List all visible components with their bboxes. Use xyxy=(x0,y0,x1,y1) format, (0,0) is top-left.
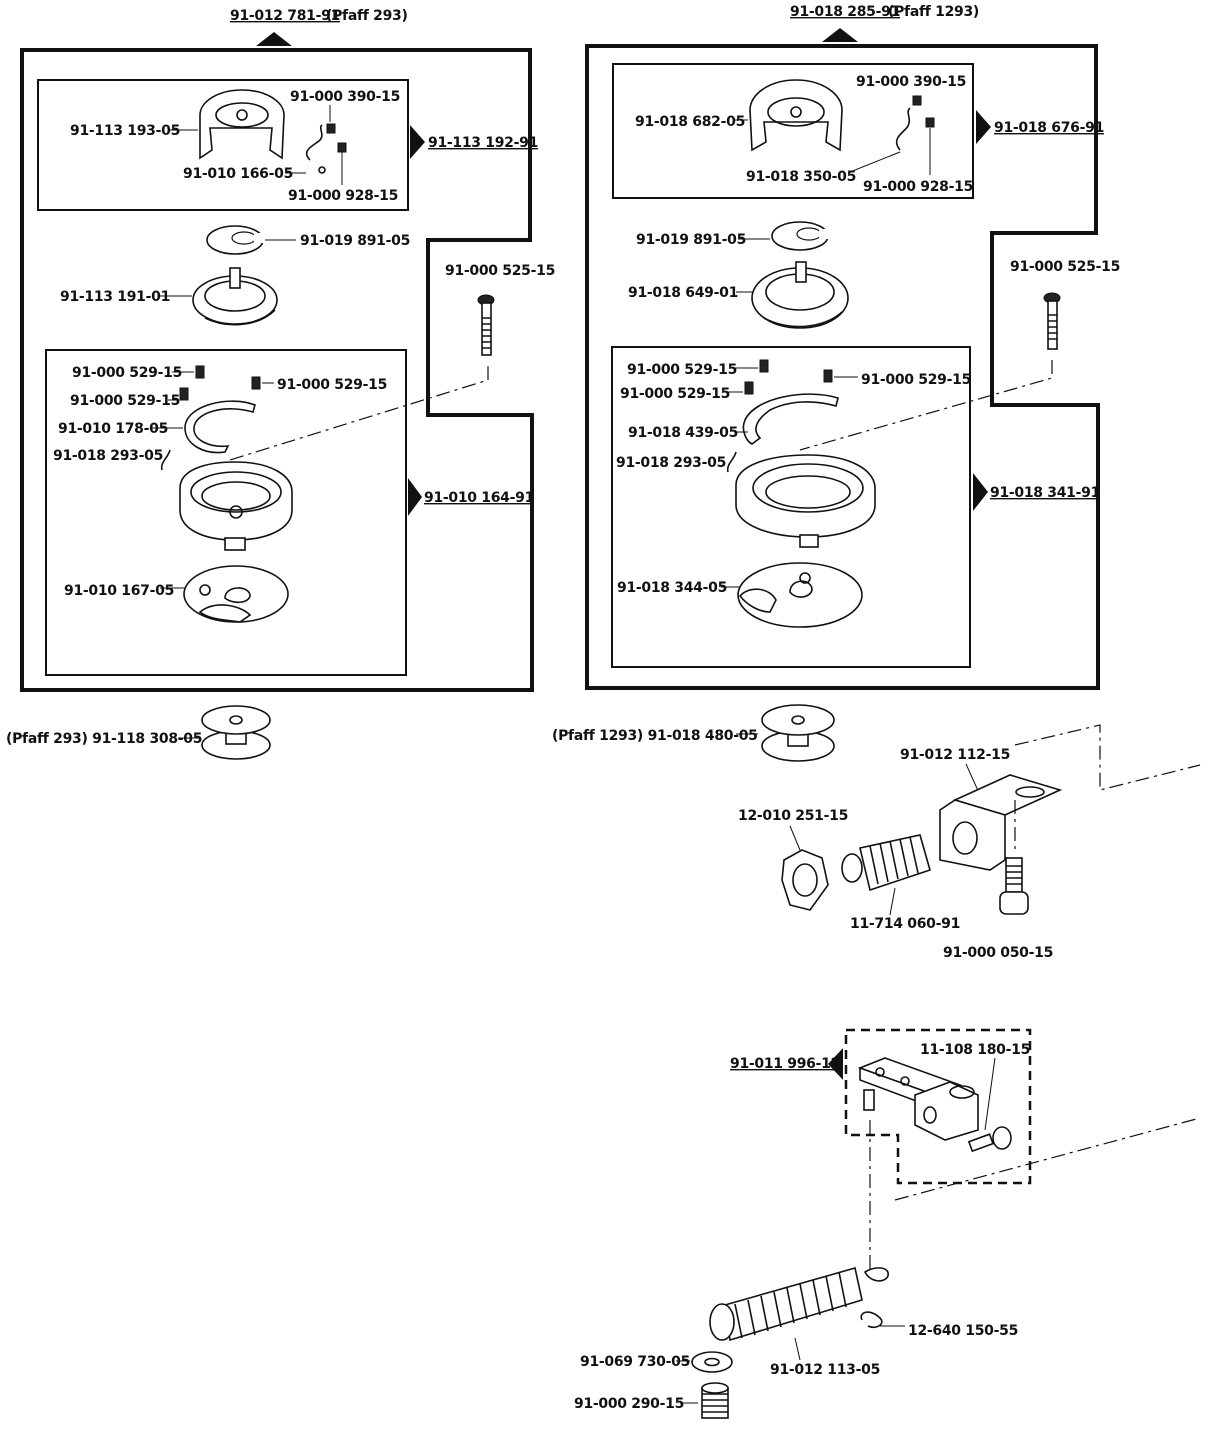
lever-part-label: 91-000 290-15 xyxy=(574,1396,684,1412)
lever-part-label: 11-108 180-15 xyxy=(920,1042,1030,1058)
left-loose-label: 91-000 525-15 xyxy=(445,263,555,279)
lever-part-label: 91-069 730-05 xyxy=(580,1354,690,1370)
right-sub-bottom-frame xyxy=(611,346,971,668)
bracket-group: 91-012 112-15 12-010 251-15 11-714 060-9… xyxy=(738,724,1201,961)
left-loose-label: 91-019 891-05 xyxy=(300,233,410,249)
lever-arm-icon xyxy=(857,1057,979,1141)
screw-icon xyxy=(326,123,347,153)
left-part-label: 91-010 167-05 xyxy=(64,583,174,599)
lever-arrow xyxy=(828,1048,843,1080)
bracket-part-label: 91-000 050-15 xyxy=(943,945,1053,961)
bobbin-icon xyxy=(201,705,271,760)
socket-screw-icon xyxy=(999,857,1029,915)
lever-part-label: 12-640 150-55 xyxy=(908,1323,1018,1339)
e-clip-icon xyxy=(860,1311,883,1329)
bobbin-case-icon xyxy=(199,89,285,160)
right-sub-top-arrow xyxy=(976,110,991,144)
right-bobbin-label: (Pfaff 1293) 91-018 480-05 xyxy=(552,728,758,744)
hook-body-icon xyxy=(179,461,293,551)
right-part-label: 91-018 293-05 xyxy=(616,455,726,471)
right-part-label: 91-000 928-15 xyxy=(863,179,973,195)
clamp-screw-icon xyxy=(967,1126,1012,1153)
left-part-label: 91-000 529-15 xyxy=(70,393,180,409)
right-part-label: 91-000 390-15 xyxy=(856,74,966,90)
left-sub-bottom-assembly: 91-010 164-91 xyxy=(424,490,534,506)
right-part-label: 91-018 350-05 xyxy=(746,169,856,185)
small-screw-icon xyxy=(179,365,261,401)
lever-dashed-frame xyxy=(844,1028,1032,1185)
bobbin-icon xyxy=(761,704,835,762)
tension-spring-icon xyxy=(895,107,911,151)
hook-plate-icon xyxy=(183,565,289,623)
hook-race-ring-icon xyxy=(184,400,256,454)
right-part-label: 91-000 529-15 xyxy=(620,386,730,402)
left-sub-top-assembly: 91-113 192-91 xyxy=(428,135,538,151)
right-loose-label: 91-019 891-05 xyxy=(636,232,746,248)
right-sub-top-assembly: 91-018 676-91 xyxy=(994,120,1104,136)
left-part-label: 91-010 178-05 xyxy=(58,421,168,437)
left-loose-label: 91-113 191-01 xyxy=(60,289,170,305)
lever-group: 91-011 996-12 11-108 180-15 12-64 xyxy=(574,1028,1201,1419)
right-part-label: 91-018 439-05 xyxy=(628,425,738,441)
left-part-label: 91-000 928-15 xyxy=(288,188,398,204)
right-sub-bottom-assembly: 91-018 341-91 xyxy=(990,485,1100,501)
left-part-label: 91-000 529-15 xyxy=(72,365,182,381)
left-sub-bottom-arrow xyxy=(408,478,422,516)
right-part-label: 91-018 344-05 xyxy=(617,580,727,596)
left-part-label: 91-018 293-05 xyxy=(53,448,163,464)
right-sub-top-frame xyxy=(612,63,974,199)
right-loose-label: 91-018 649-01 xyxy=(628,285,738,301)
right-assembly-note: (Pfaff 1293) xyxy=(888,4,979,20)
small-screw-icon xyxy=(744,359,833,395)
lever-assembly-number: 91-011 996-12 xyxy=(730,1056,840,1072)
left-group: 91-012 781-91 (Pfaff 293) 91-113 192-91 … xyxy=(6,8,555,760)
left-assembly-note: (Pfaff 293) xyxy=(326,8,408,24)
right-part-label: 91-000 529-15 xyxy=(627,362,737,378)
washer-icon xyxy=(691,1351,733,1373)
hex-nut-icon xyxy=(781,849,829,911)
left-sub-bottom-frame xyxy=(45,349,407,676)
hook-gib-icon xyxy=(192,267,278,326)
hook-race-ring-icon xyxy=(742,393,839,445)
right-loose-label: 91-000 525-15 xyxy=(1010,259,1120,275)
lever-part-label: 91-012 113-05 xyxy=(770,1362,880,1378)
left-pointer-arrow xyxy=(256,32,292,46)
left-part-label: 91-000 390-15 xyxy=(290,89,400,105)
long-screw-icon xyxy=(1043,292,1061,350)
right-pointer-arrow xyxy=(822,28,858,42)
left-part-label: 91-000 529-15 xyxy=(277,377,387,393)
retaining-ring-icon xyxy=(206,225,266,255)
bracket-part-label: 12-010 251-15 xyxy=(738,808,848,824)
bracket-part-label: 11-714 060-91 xyxy=(850,916,960,932)
left-part-label: 91-010 166-05 xyxy=(183,166,293,182)
tension-spring-icon xyxy=(305,124,326,174)
right-assembly-number: 91-018 285-91 xyxy=(790,4,900,20)
left-sub-top-frame xyxy=(37,79,409,211)
right-part-label: 91-018 682-05 xyxy=(635,114,745,130)
hook-plate-icon xyxy=(737,562,863,628)
left-part-label: 91-113 193-05 xyxy=(70,123,180,139)
right-part-label: 91-000 529-15 xyxy=(861,372,971,388)
right-group: 91-018 285-91 (Pfaff 1293) 91-018 676-91… xyxy=(552,4,1120,762)
hook-body-icon xyxy=(735,454,876,548)
screw-icon xyxy=(912,95,935,128)
left-assembly-number: 91-012 781-91 xyxy=(230,8,340,24)
right-sub-bottom-arrow xyxy=(973,473,988,511)
spring-clip-icon xyxy=(726,451,737,473)
tension-spring-icon xyxy=(709,1266,889,1342)
left-outer-frame xyxy=(20,48,534,692)
long-screw-icon xyxy=(477,294,495,356)
retaining-ring-icon xyxy=(771,221,831,251)
hook-gib-icon xyxy=(751,261,849,329)
threaded-bolt-icon xyxy=(841,834,931,892)
bobbin-case-icon xyxy=(749,79,843,152)
bracket-part-label: 91-012 112-15 xyxy=(900,747,1010,763)
angle-bracket-icon xyxy=(939,774,1063,871)
spring-clip-icon xyxy=(160,449,171,471)
right-outer-frame xyxy=(585,44,1100,690)
left-bobbin-label: (Pfaff 293) 91-118 308-05 xyxy=(6,731,202,747)
set-screw-icon xyxy=(701,1382,729,1419)
left-sub-top-arrow xyxy=(410,125,425,159)
